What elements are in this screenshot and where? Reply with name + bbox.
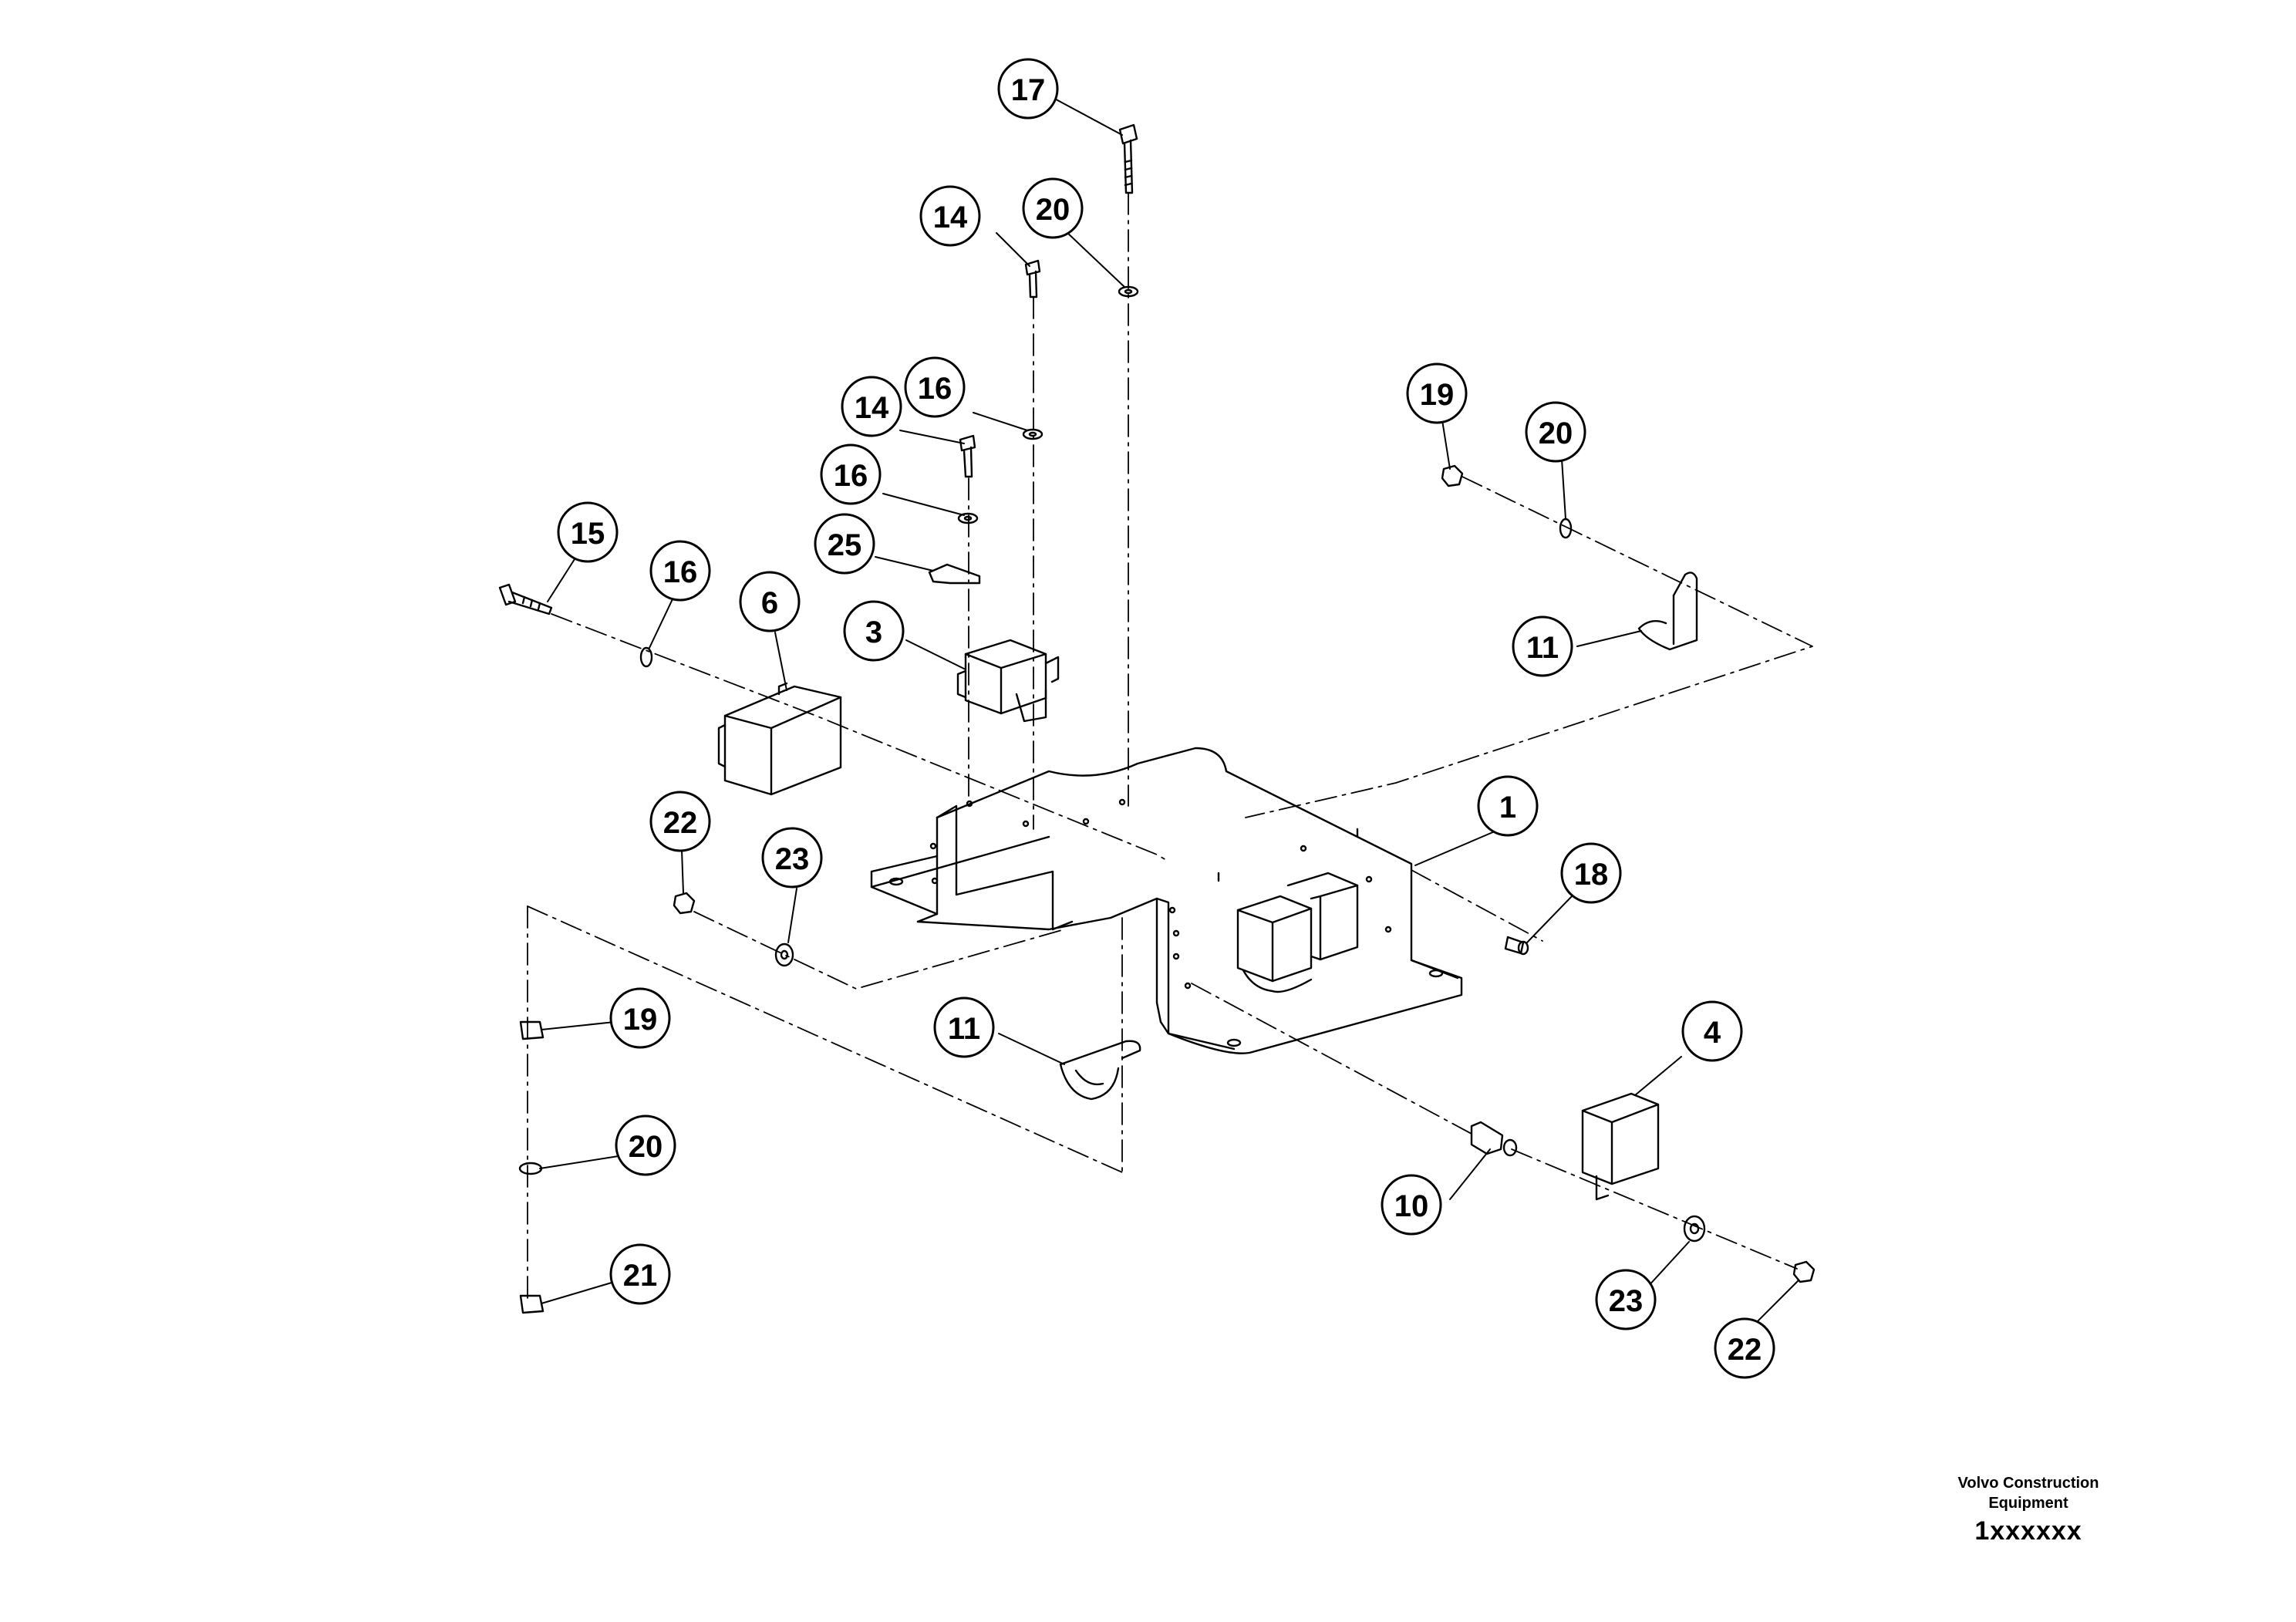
clamp-lower <box>1059 1040 1141 1101</box>
leader-lines <box>539 96 1799 1335</box>
svg-text:22: 22 <box>663 806 698 840</box>
svg-text:25: 25 <box>828 528 862 562</box>
relay <box>956 639 1060 723</box>
svg-text:11: 11 <box>1526 631 1559 665</box>
svg-text:1: 1 <box>1499 791 1516 824</box>
control-box <box>717 682 842 796</box>
svg-text:20: 20 <box>1539 416 1573 450</box>
callout-6: 6 <box>739 571 801 632</box>
svg-text:23: 23 <box>1609 1284 1644 1318</box>
nut-22-left <box>673 892 696 915</box>
callout-22b: 22 <box>1714 1317 1775 1379</box>
vendor-name-line1: Volvo Construction <box>1957 1475 2099 1492</box>
callout-14b: 14 <box>841 376 902 437</box>
callout-20a: 20 <box>1022 177 1084 239</box>
callout-10: 10 <box>1381 1174 1442 1236</box>
callout-16a: 16 <box>904 356 966 418</box>
svg-text:10: 10 <box>1394 1189 1429 1223</box>
callout-19a: 19 <box>1406 363 1468 424</box>
svg-text:15: 15 <box>571 517 605 551</box>
bolt-18 <box>1504 936 1529 956</box>
svg-text:17: 17 <box>1011 73 1046 107</box>
svg-text:19: 19 <box>623 1003 658 1037</box>
callout-20c: 20 <box>615 1114 676 1176</box>
svg-text:16: 16 <box>918 372 952 406</box>
washer-23-right <box>1683 1215 1706 1243</box>
drawing-number: 1xxxxxx <box>1974 1516 2082 1546</box>
vendor-name-line2: Equipment <box>1988 1495 2068 1512</box>
callout-23a: 23 <box>761 827 823 889</box>
callout-1: 1 <box>1477 775 1539 837</box>
washer-16-b <box>957 512 979 524</box>
callout-11b: 11 <box>933 996 995 1058</box>
callout-17: 17 <box>997 58 1059 120</box>
callout-4: 4 <box>1681 1000 1743 1062</box>
svg-text:14: 14 <box>855 391 889 425</box>
callout-15: 15 <box>557 501 619 563</box>
svg-text:21: 21 <box>623 1259 658 1293</box>
mounting-bracket <box>870 747 1463 1054</box>
small-plate <box>928 563 981 585</box>
svg-text:3: 3 <box>865 615 882 649</box>
bolt-15 <box>498 583 553 615</box>
callout-20b: 20 <box>1525 401 1586 463</box>
svg-text:16: 16 <box>834 459 868 493</box>
svg-text:11: 11 <box>948 1012 980 1046</box>
svg-text:14: 14 <box>933 201 968 234</box>
callout-14a: 14 <box>919 185 981 247</box>
bolt-14-upper <box>1024 259 1041 298</box>
bolt-17 <box>1118 123 1138 194</box>
bolt-14-lower <box>959 434 976 478</box>
callout-16b: 16 <box>820 443 882 505</box>
assembly-lines <box>527 192 1813 1304</box>
box-part <box>1581 1092 1660 1201</box>
svg-text:19: 19 <box>1420 378 1455 412</box>
callout-23b: 23 <box>1595 1269 1657 1330</box>
svg-text:22: 22 <box>1728 1333 1762 1367</box>
clamp-upper <box>1637 572 1698 651</box>
callout-18: 18 <box>1560 842 1622 904</box>
svg-text:4: 4 <box>1704 1016 1721 1050</box>
callout-11a: 11 <box>1512 615 1573 677</box>
svg-text:16: 16 <box>663 555 698 589</box>
nut-22-right <box>1792 1260 1816 1283</box>
nut-21 <box>519 1294 544 1314</box>
svg-text:23: 23 <box>775 842 810 876</box>
callout-21: 21 <box>609 1243 671 1305</box>
callout-19b: 19 <box>609 987 671 1049</box>
washer-23-left <box>774 943 794 967</box>
callout-25: 25 <box>814 513 875 575</box>
callout-3: 3 <box>843 600 905 662</box>
nut-19-upper <box>1441 464 1464 487</box>
callout-16c: 16 <box>649 540 711 602</box>
svg-text:20: 20 <box>629 1130 663 1164</box>
callout-22a: 22 <box>649 791 711 852</box>
spacer <box>1470 1121 1518 1157</box>
svg-text:18: 18 <box>1574 858 1609 892</box>
nut-19-lower <box>519 1020 544 1040</box>
washer-20-lower <box>518 1162 543 1175</box>
washer-16-a <box>1022 428 1043 440</box>
washer-16-c <box>639 646 653 668</box>
svg-text:6: 6 <box>761 586 778 620</box>
svg-text:20: 20 <box>1036 193 1070 227</box>
